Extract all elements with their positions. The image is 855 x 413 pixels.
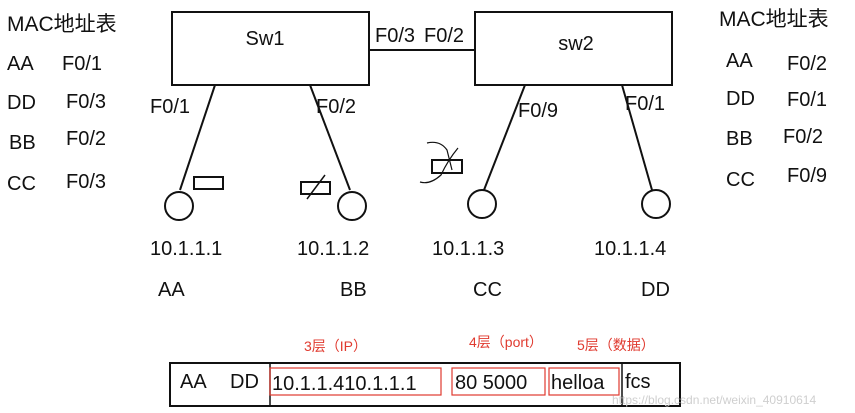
- switch-sw2-label: sw2: [558, 33, 594, 55]
- mac-table-right: MAC地址表 AA F0/2 DD F0/1 BB F0/2 CC F0/9: [719, 8, 829, 191]
- mac-table-left: MAC地址表 AA F0/1 DD F0/3 BB F0/2 CC F0/3: [7, 13, 117, 195]
- frame-dst-mac: DD: [230, 371, 259, 393]
- host-mac-2: BB: [340, 279, 367, 301]
- crossed-packet-icon: [300, 174, 331, 200]
- frame-fcs: fcs: [625, 371, 651, 393]
- frame-ip-field: 10.1.1.410.1.1.1: [272, 373, 417, 395]
- mac-table-left-mac: DD: [7, 92, 36, 114]
- host-link-3: [483, 84, 526, 191]
- host-port-label-1: F0/1: [150, 96, 190, 118]
- frame-data-field: helloa: [551, 372, 605, 394]
- mac-table-right-port: F0/2: [787, 53, 827, 75]
- trunk-left-port: F0/3: [375, 25, 415, 47]
- host-port-label-4: F0/1: [625, 93, 665, 115]
- mac-table-right-mac: AA: [726, 50, 753, 72]
- packet-icon: [193, 176, 224, 190]
- frame-src-mac: AA: [180, 371, 207, 393]
- host-mac-1: AA: [158, 279, 185, 301]
- host-mac-3: CC: [473, 279, 502, 301]
- host-link-4: [621, 84, 653, 191]
- mac-table-left-mac: CC: [7, 173, 36, 195]
- trunk-right-port: F0/2: [424, 25, 464, 47]
- ip-field-box: [269, 367, 442, 396]
- mac-table-right-title: MAC地址表: [719, 8, 829, 31]
- switch-sw1-label: Sw1: [246, 28, 285, 50]
- mac-table-left-port: F0/1: [62, 53, 102, 75]
- mac-table-right-port: F0/2: [783, 126, 823, 148]
- host-ip-3: 10.1.1.3: [432, 238, 504, 260]
- watermark: https://blog.csdn.net/weixin_40910614: [612, 393, 816, 407]
- frame-port-field: 80 5000: [455, 372, 527, 394]
- mac-table-right-port: F0/9: [787, 165, 827, 187]
- layer3-label: 3层（IP）: [304, 338, 367, 354]
- mac-table-left-port: F0/3: [66, 171, 106, 193]
- crossed-packet-icon: [419, 141, 463, 184]
- mac-table-left-mac: AA: [7, 53, 34, 75]
- host-ip-1: 10.1.1.1: [150, 238, 222, 260]
- mac-table-left-port: F0/2: [66, 128, 106, 150]
- port-field-box: [451, 367, 546, 396]
- mac-table-right-port: F0/1: [787, 89, 827, 111]
- host-3-node: [467, 189, 497, 219]
- layer4-label: 4层（port）: [469, 334, 543, 350]
- host-link-1: [179, 84, 216, 191]
- host-link-2: [309, 84, 351, 191]
- mac-table-right-mac: BB: [726, 128, 753, 150]
- switch-sw1-box: [171, 11, 370, 86]
- host-port-label-2: F0/2: [316, 96, 356, 118]
- frame-box: [169, 362, 681, 407]
- host-4-node: [641, 189, 671, 219]
- mac-table-left-title: MAC地址表: [7, 13, 117, 36]
- switch-sw2-box: [474, 11, 673, 86]
- host-mac-4: DD: [641, 279, 670, 301]
- host-ip-4: 10.1.1.4: [594, 238, 666, 260]
- host-port-label-3: F0/9: [518, 100, 558, 122]
- mac-table-right-mac: CC: [726, 169, 755, 191]
- data-field-box: [548, 367, 620, 396]
- host-2-node: [337, 191, 367, 221]
- mac-table-left-mac: BB: [9, 132, 36, 154]
- host-1-node: [164, 191, 194, 221]
- mac-table-right-mac: DD: [726, 88, 755, 110]
- host-ip-2: 10.1.1.2: [297, 238, 369, 260]
- mac-table-left-port: F0/3: [66, 91, 106, 113]
- frame-diagram: 3层（IP） 4层（port） 5层（数据） AA DD 10.1.1.410.…: [169, 334, 681, 407]
- layer5-label: 5层（数据）: [577, 337, 655, 353]
